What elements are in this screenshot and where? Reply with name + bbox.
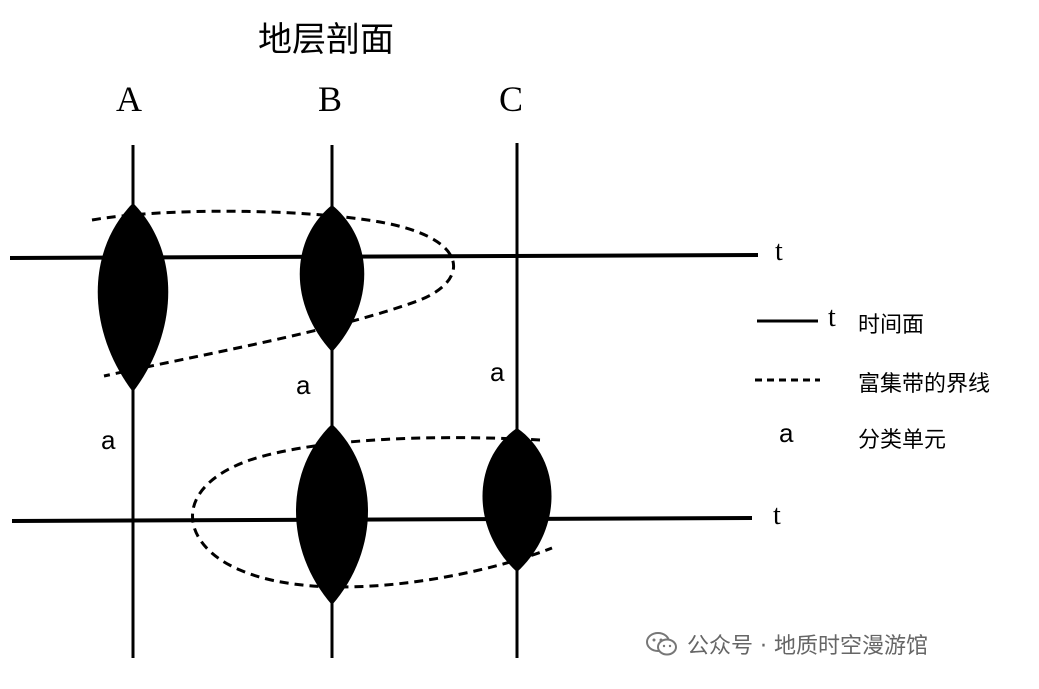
diagram-title: 地层剖面 xyxy=(258,20,394,60)
lens-a-upper xyxy=(97,203,169,392)
legend-time-surface-text: 时间面 xyxy=(858,313,925,338)
unit-label-c: a xyxy=(490,357,505,387)
unit-label-b: a xyxy=(296,370,311,400)
time-label-lower: t xyxy=(773,500,781,531)
watermark-text: 公众号 · 地质时空漫游馆 xyxy=(687,634,928,659)
column-label-a: A xyxy=(116,79,142,119)
time-surface-lower xyxy=(11,516,753,523)
column-label-c: C xyxy=(499,79,524,119)
legend-unit-text: 分类单元 xyxy=(858,428,947,453)
watermark: 公众号 · 地质时空漫游馆 xyxy=(645,628,928,660)
unit-label-a: a xyxy=(101,425,116,455)
lens-c-lower xyxy=(482,428,552,572)
legend-time-symbol: t xyxy=(828,302,836,333)
wechat-icon xyxy=(646,632,677,656)
lens-b-upper xyxy=(299,205,365,352)
column-label-b: B xyxy=(318,79,343,119)
enrichment-boundary-upper xyxy=(91,209,456,378)
legend-enrichment-text: 富集带的界线 xyxy=(858,372,991,397)
lens-b-lower xyxy=(296,424,368,605)
enrichment-boundary-lower xyxy=(191,436,553,589)
legend-unit-symbol: a xyxy=(779,418,794,448)
time-label-upper: t xyxy=(775,236,783,267)
